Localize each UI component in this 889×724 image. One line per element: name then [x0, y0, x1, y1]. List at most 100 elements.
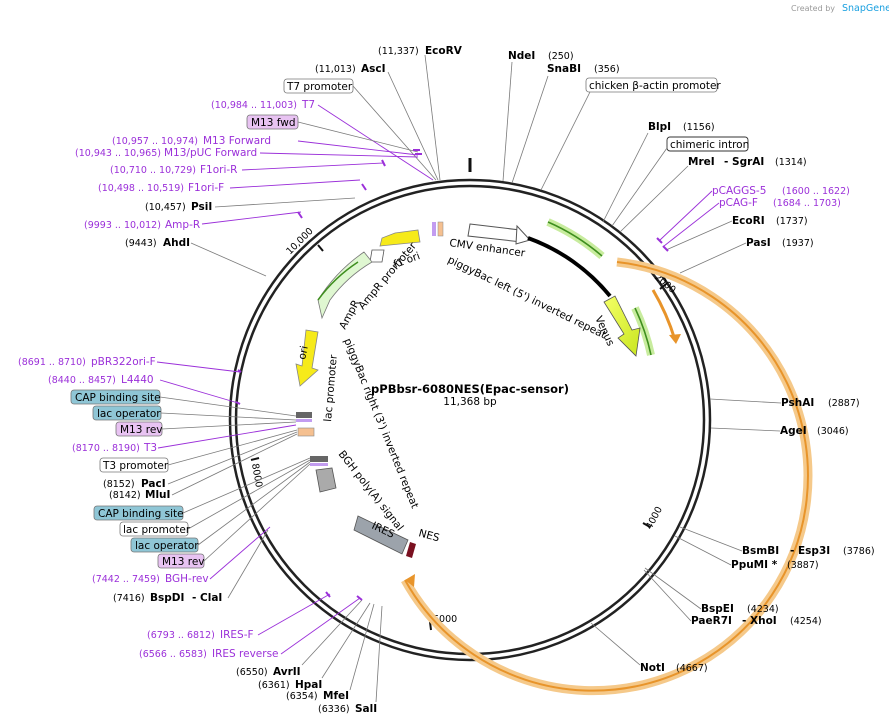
xhoi-name: - XhoI: [742, 615, 777, 627]
pbr322-line: [156, 361, 241, 373]
orange-feature-line: [404, 261, 809, 692]
ori-label: ori: [296, 345, 311, 361]
pbr322-tick: [237, 369, 242, 373]
ires-f-pos: (6793 .. 6812): [147, 630, 215, 641]
l4440-name: L4440: [121, 374, 154, 386]
l4440-line: [159, 379, 239, 404]
ppumi-name: PpuMI *: [731, 559, 778, 571]
lac-operator-2-label: lac operator: [135, 540, 199, 552]
bspei-name: BspEI: [701, 603, 734, 615]
f1ori-f-name: F1ori-F: [188, 182, 224, 194]
pcagf-line: [663, 202, 720, 247]
created-by-text: Created by: [791, 4, 835, 13]
amp-r-line: [201, 211, 302, 225]
cmv-enhancer-arrowhead: [515, 224, 531, 245]
sgrai-name: - SgrAI: [724, 156, 764, 168]
cap-binding-site-2-label: CAP binding site: [98, 508, 184, 520]
ires-f-tick: [325, 591, 331, 598]
bspdi-name: BspDI: [150, 592, 184, 604]
lac-promoter-label: lac promoter: [322, 354, 340, 423]
ecori-name: EcoRI: [732, 215, 765, 227]
agei-line: [710, 427, 781, 432]
paer7i-pos: (4254): [790, 616, 822, 627]
f1-ori-feature[interactable]: [379, 229, 421, 247]
sali-pos: (6336): [318, 704, 350, 715]
cmv-enhancer-feature[interactable]: [467, 223, 523, 243]
asci-pos: (11,013): [315, 64, 356, 75]
ires-reverse-name: IRES reverse: [212, 648, 279, 660]
m13-puc-line: [259, 152, 419, 158]
ppumi-pos: (3887): [787, 560, 819, 571]
pcaggs5-line: [659, 190, 713, 241]
pasi-line: [679, 242, 747, 274]
ires-reverse-pos: (6566 .. 6583): [139, 649, 207, 660]
m13-puc-pos: (10,943 .. 10,965): [75, 148, 161, 159]
agei-pos: (3046): [817, 426, 849, 437]
bgh-cluster-1: [310, 456, 328, 462]
orange-feature-arrow: [405, 574, 415, 587]
lac-promoter-box-label: lac promoter: [123, 524, 191, 536]
pshai-line: [709, 398, 782, 404]
f1ori-f-pos: (10,498 .. 10,519): [98, 183, 184, 194]
green-arc-top-line: [547, 221, 603, 257]
ori-feature[interactable]: [295, 329, 319, 387]
pasi-pos: (1937): [782, 238, 814, 249]
m13-forward-name: M13 Forward: [203, 135, 271, 147]
f1ori-r-pos: (10,710 .. 10,729): [110, 165, 196, 176]
ampr-promoter-label: AmpR promoter: [356, 240, 419, 312]
bgh-polya-feature[interactable]: [315, 467, 337, 493]
cap-binding-line: [159, 396, 297, 417]
tick-label-8000: 8000: [249, 463, 264, 489]
tick-label-4000: 4000: [644, 505, 665, 532]
f1ori-r-line: [241, 162, 385, 171]
lac-cluster-1: [296, 412, 312, 418]
t3-pos: (8170 .. 8190): [72, 443, 140, 454]
lac-cluster-2: [296, 419, 312, 422]
bsmbi-pos: (3786): [843, 546, 875, 557]
chimeric-intron-box[interactable]: [666, 136, 749, 152]
blpi-line: [602, 132, 649, 223]
t3-promoter-label: T3 promoter: [102, 460, 169, 472]
pshai-pos: (2887): [828, 398, 860, 409]
noti-name: NotI: [640, 662, 665, 674]
tick-8000: [250, 457, 260, 461]
piggybac-left-feature[interactable]: [527, 236, 612, 298]
top-promoter-marker: [437, 221, 444, 237]
ahdi-line: [190, 242, 267, 277]
snabi-pos: (356): [594, 64, 620, 75]
hpai-name: HpaI: [295, 679, 322, 691]
ampr-promoter-feature[interactable]: [369, 249, 385, 263]
l4440-pos: (8440 .. 8457): [48, 375, 116, 386]
bspei-pos: (4234): [747, 604, 779, 615]
m13-forward-pos: (10,957 .. 10,974): [112, 136, 198, 147]
nes-feature[interactable]: [406, 542, 416, 558]
chicken-actin-label: chicken β-actin promoter: [589, 80, 721, 92]
ahdi-pos: (9443): [125, 238, 157, 249]
pbr322-name: pBR322ori-F: [91, 356, 156, 368]
m13-rev-2-line: [203, 463, 311, 562]
chicken-actin-box[interactable]: [585, 77, 718, 93]
ires-f-line: [257, 593, 331, 636]
l4440-tick: [235, 401, 241, 405]
hpai-pos: (6361): [258, 680, 290, 691]
m13-rev-line: [161, 421, 297, 430]
m13-rev-2-label: M13 rev: [162, 556, 205, 568]
f1ori-r-name: F1ori-R: [200, 164, 237, 176]
tick-label-6000: 6000: [433, 614, 457, 625]
lac-operator-label: lac operator: [97, 408, 161, 420]
t7-name: T7: [301, 99, 315, 111]
t3-name: T3: [143, 442, 157, 454]
pcagf-name: pCAG-F: [719, 197, 758, 209]
cap-binding-site-label: CAP binding site: [75, 392, 161, 404]
bsmbi-line: [679, 526, 743, 552]
t3-line: [157, 424, 297, 449]
ires-feature[interactable]: [353, 515, 409, 555]
snabi-line: [511, 75, 549, 184]
venus-feature[interactable]: [603, 295, 641, 357]
sali-name: SalI: [355, 703, 377, 715]
srei-pos: (1314): [775, 157, 807, 168]
nes-label: NES: [417, 527, 441, 544]
ampr-feature[interactable]: [317, 251, 373, 320]
